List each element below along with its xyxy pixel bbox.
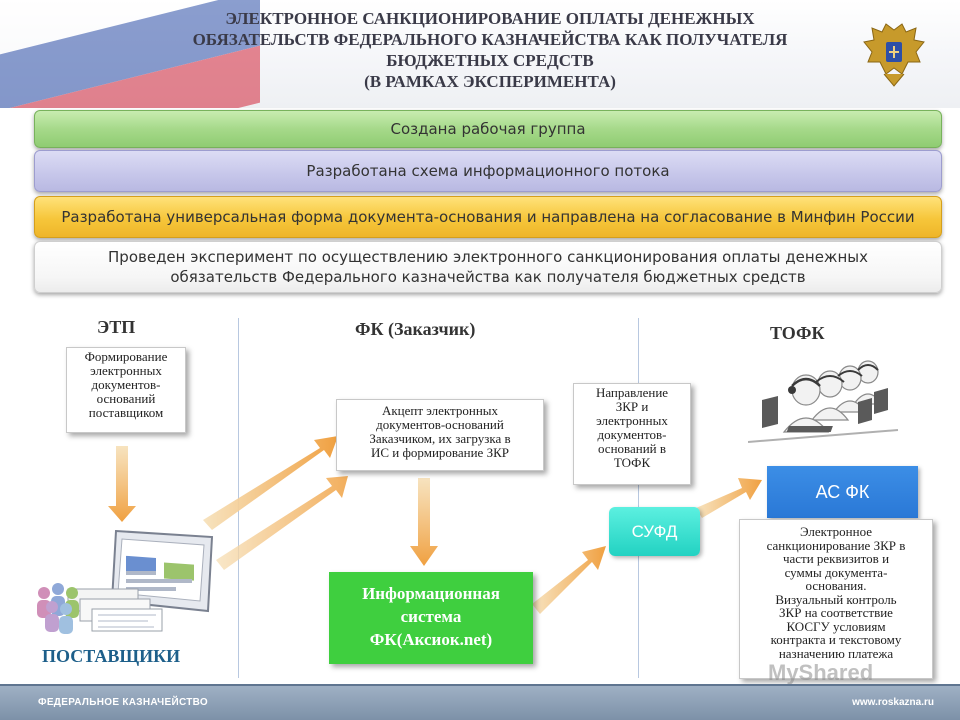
note-line: назначению платежа bbox=[778, 645, 894, 661]
arrow-monitor-to-accept bbox=[203, 436, 338, 530]
title-line: ОБЯЗАТЕЛЬСТВ ФЕДЕРАЛЬНОГО КАЗНАЧЕЙСТВА К… bbox=[192, 30, 788, 49]
double-headed-eagle-emblem-icon bbox=[863, 23, 925, 87]
arrow-etp-to-monitor bbox=[108, 446, 136, 522]
monitor-screen-icon bbox=[110, 529, 214, 613]
note-line: оснований в bbox=[597, 441, 667, 456]
footer-org-name: ФЕДЕРАЛЬНОЕ КАЗНАЧЕЙСТВО bbox=[38, 697, 208, 708]
suppliers-label: ПОСТАВЩИКИ bbox=[42, 646, 181, 666]
note-line: документов-оснований bbox=[376, 417, 504, 432]
title-line: ЭЛЕКТРОННОЕ САНКЦИОНИРОВАНИЕ ОПЛАТЫ ДЕНЕ… bbox=[225, 9, 755, 28]
note-line: ЗКР и bbox=[615, 399, 649, 414]
note-line: Направление bbox=[595, 385, 669, 400]
suppliers-people-icon bbox=[37, 583, 79, 634]
note-line: поставщиком bbox=[88, 405, 164, 420]
band-text: Создана рабочая группа bbox=[390, 120, 586, 138]
note-accept: Акцепт электронных документов-оснований … bbox=[336, 399, 544, 471]
footer: ФЕДЕРАЛЬНОЕ КАЗНАЧЕЙСТВО www.roskazna.ru bbox=[0, 684, 960, 720]
column-label-fk: ФК (Заказчик) bbox=[355, 319, 476, 339]
note-line: Электронное bbox=[800, 524, 872, 539]
note-line: документов- bbox=[597, 427, 667, 442]
column-divider bbox=[638, 318, 639, 678]
header: ЭЛЕКТРОННОЕ САНКЦИОНИРОВАНИЕ ОПЛАТЫ ДЕНЕ… bbox=[0, 0, 960, 108]
note-line: санкционирование ЗКР в bbox=[766, 537, 906, 553]
box-information-system: Информационная система ФК(Аксиок.net) bbox=[329, 572, 533, 664]
box-line: Информационная bbox=[362, 584, 500, 603]
note-line: суммы документа- bbox=[784, 564, 888, 580]
band-text: обязательств Федерального казначейства к… bbox=[170, 268, 806, 286]
note-line: основания. bbox=[805, 578, 867, 593]
arrow-accept-to-monitor bbox=[216, 476, 348, 570]
box-line: ФК(Аксиок.net) bbox=[369, 630, 493, 649]
call-center-operators-icon bbox=[748, 360, 899, 443]
title-line: (В РАМКАХ ЭКСПЕРИМЕНТА) bbox=[364, 72, 616, 91]
arrow-is-to-sufd bbox=[532, 546, 606, 614]
column-label-etp: ЭТП bbox=[97, 317, 136, 337]
box-sufd: СУФД bbox=[609, 507, 700, 556]
documents-monitor-icon bbox=[37, 529, 214, 634]
band-text: Проведен эксперимент по осуществлению эл… bbox=[108, 248, 868, 266]
band-experiment: Проведен эксперимент по осуществлению эл… bbox=[34, 241, 942, 293]
note-line: КОСГУ условиям bbox=[786, 618, 886, 634]
note-line: Визуальный контроль bbox=[775, 591, 897, 607]
note-line: электронных bbox=[596, 413, 668, 428]
title-line: БЮДЖЕТНЫХ СРЕДСТВ bbox=[386, 51, 594, 70]
note-line: Заказчиком, их загрузка в bbox=[369, 431, 511, 446]
watermark: MyShared bbox=[768, 660, 874, 685]
band-info-flow: Разработана схема информационного потока bbox=[34, 150, 942, 192]
page-title: ЭЛЕКТРОННОЕ САНКЦИОНИРОВАНИЕ ОПЛАТЫ ДЕНЕ… bbox=[110, 8, 870, 92]
arrow-accept-to-is bbox=[410, 478, 438, 566]
footer-website-link[interactable]: www.roskazna.ru bbox=[852, 697, 934, 708]
note-line: части реквизитов и bbox=[782, 551, 890, 566]
note-line: ЗКР на соответствие bbox=[779, 605, 893, 620]
note-line: контракта и текстовому bbox=[770, 632, 902, 647]
note-line: документов- bbox=[91, 377, 161, 392]
band-working-group: Создана рабочая группа bbox=[34, 110, 942, 148]
column-label-tofk: ТОФК bbox=[770, 323, 825, 343]
note-etp-forming: Формирование электронных документов- осн… bbox=[66, 347, 186, 433]
note-line: Акцепт электронных bbox=[381, 403, 499, 418]
note-line: оснований bbox=[96, 391, 156, 406]
note-electronic-sanctioning: Электронное санкционирование ЗКР в части… bbox=[739, 519, 933, 679]
box-as-fk: АС ФК bbox=[767, 466, 918, 518]
note-line: ИС и формирование ЗКР bbox=[370, 445, 509, 460]
document-stack-icon bbox=[67, 588, 163, 632]
note-send-to-tofk: Направление ЗКР и электронных документов… bbox=[573, 383, 691, 485]
column-divider bbox=[238, 318, 239, 678]
box-line: система bbox=[400, 607, 462, 626]
note-line: ТОФК bbox=[613, 455, 651, 470]
band-text: Разработана схема информационного потока bbox=[306, 162, 670, 180]
band-text: Разработана универсальная форма документ… bbox=[61, 208, 915, 226]
note-line: электронных bbox=[90, 363, 162, 378]
band-universal-form: Разработана универсальная форма документ… bbox=[34, 196, 942, 238]
note-line: Формирование bbox=[84, 349, 168, 364]
arrow-sufd-to-asfk bbox=[696, 478, 762, 518]
